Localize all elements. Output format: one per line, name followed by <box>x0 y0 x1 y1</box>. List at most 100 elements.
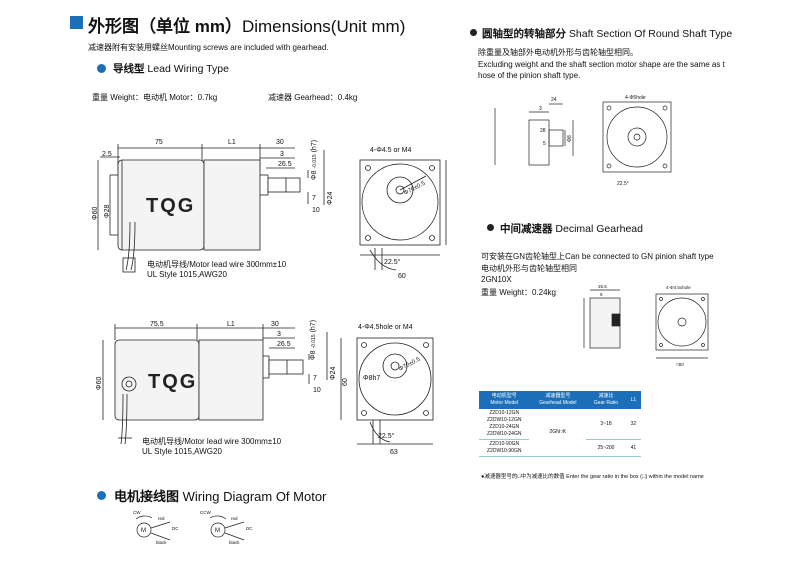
black-label-2: black <box>229 540 240 545</box>
dim2-10: 10 <box>313 387 321 394</box>
shaft-section-marker <box>470 29 477 36</box>
gearhead-weight: 减速器 Gearhead：0.4kg <box>268 93 358 102</box>
ratio-b: 25~200 <box>586 439 626 457</box>
shaft-heading-en: Shaft Section Of Round Shaft Type <box>568 28 733 40</box>
dim2-7: 7 <box>313 375 317 382</box>
dim2-63: 63 <box>390 449 398 456</box>
motor-weight: 重量 Weight：电动机 Motor：0.7kg <box>92 93 218 102</box>
l1-b: 41 <box>625 439 641 457</box>
motor-drawing-2: TQG 75.5 L1 30 3 26.5 7 10 Φ8 -0.015 (h7… <box>96 320 434 456</box>
ul-note-1: UL Style 1015,AWG20 <box>147 270 227 279</box>
decimal-holes: 4-Φ4.5xhole <box>666 285 691 290</box>
lead-wiring-heading-cn: 导线型 <box>113 63 145 75</box>
red-label-2: red <box>231 516 238 521</box>
decimal-heading-cn: 中间减速器 <box>500 223 553 235</box>
shaft-dim-5: 5 <box>543 141 546 147</box>
decimal-heading: 中间减速器 Decimal Gearhead <box>500 221 643 236</box>
col-l1: L1 <box>625 391 641 409</box>
dim2-phi8: Φ8 -0.015 (h7) <box>310 320 317 360</box>
dim-phi60: Φ60 <box>92 207 99 220</box>
decimal-marker <box>487 224 494 231</box>
dim-sq60: 60 <box>398 273 406 280</box>
shaft-dim-28: 28 <box>540 128 546 134</box>
shaft-dim-24: 24 <box>551 97 557 103</box>
shaft-note-en-2: hose of the pinion shaft type. <box>478 71 581 80</box>
ul-note-2: UL Style 1015,AWG20 <box>142 447 222 456</box>
dim-phi8: Φ8 -0.015 (h7) <box>311 140 318 180</box>
dim2-60: 60 <box>342 378 349 386</box>
motor-m-2: M <box>215 528 220 534</box>
pcd-70-2: Φ70±0.5 <box>398 356 422 372</box>
dim2-3: 3 <box>277 331 281 338</box>
shaft-section-heading: 圆轴型的转轴部分 Shaft Section Of Round Shaft Ty… <box>482 26 732 41</box>
lead-wiring-heading-en: Lead Wiring Type <box>147 63 229 75</box>
pcd-70: Φ70±0.5 <box>403 180 427 196</box>
motor-m-1: M <box>141 528 146 534</box>
decimal-heading-en: Decimal Gearhead <box>555 223 643 235</box>
decimal-dim-5: 5 <box>600 292 603 297</box>
dim-30: 30 <box>276 139 284 146</box>
brand-logo-2: TQG <box>148 371 197 393</box>
dim-10: 10 <box>312 207 320 214</box>
gear-table-footnote: ●减速器型号的□中为减速比的数值 Enter the gear ratio in… <box>481 474 704 480</box>
lead-note-1: 电动机导线/Motor lead wire 300mm±10 <box>147 260 287 269</box>
page-title: 外形图（单位 mm）Dimensions(Unit mm) <box>88 12 405 37</box>
shaft-angle: 22.5° <box>617 181 629 187</box>
wiring-marker <box>97 491 106 500</box>
motor-drawing-1: TQG 75 L1 30 2.5 3 26.5 7 10 Φ8 -0.015 (… <box>92 139 447 280</box>
decimal-desc-2: 电动机外形与齿轮轴型相同 <box>481 264 577 273</box>
dim2-l1: L1 <box>227 321 235 328</box>
lead-note-2: 电动机导线/Motor lead wire 300mm±10 <box>142 437 282 446</box>
dc-label-2: DC <box>246 526 253 531</box>
angle-22-5: 22.5° <box>384 258 401 266</box>
dim-2-5: 2.5 <box>102 151 112 158</box>
wiring-diagrams: CW M red DC black CCW M red DC black <box>133 510 253 545</box>
decimal-sq60: □60 <box>676 362 684 367</box>
shaft-note-cn: 除重量及轴部外电动机外形与齿轮轴型相同。 <box>478 48 638 57</box>
holes-note: 4-Φ4.5 or M4 <box>370 147 411 154</box>
decimal-model: 2GN10X <box>481 275 512 284</box>
decimal-dim-25-5: 25.5 <box>598 284 607 289</box>
wiring-heading-cn: 电机接线图 <box>114 489 180 504</box>
dim2-30: 30 <box>271 321 279 328</box>
cw-label: CW <box>133 510 141 515</box>
shaft-heading-cn: 圆轴型的转轴部分 <box>482 28 566 40</box>
dim-26-5: 26.5 <box>278 161 292 168</box>
title-marker <box>70 16 83 29</box>
dim2-phi24: Φ24 <box>330 367 337 380</box>
dim2-75-5: 75.5 <box>150 321 164 328</box>
holes-note-2: 4-Φ4.5hole or M4 <box>358 324 413 331</box>
decimal-drawing: 25.5 5 4-Φ4.5xhole □60 <box>583 284 709 367</box>
gearhead-model-cell: 2GN□K <box>529 409 587 457</box>
ccw-label: CCW <box>200 510 211 515</box>
angle2-22-5: 22.5° <box>378 432 395 440</box>
wiring-heading-en: Wiring Diagram Of Motor <box>182 489 327 504</box>
dc-label-1: DC <box>172 526 179 531</box>
lead-wiring-heading: 导线型 Lead Wiring Type <box>113 61 229 76</box>
l1-a: 32 <box>625 409 641 440</box>
dim2-26-5: 26.5 <box>277 341 291 348</box>
black-label-1: black <box>156 540 167 545</box>
shaft-section-drawing: 24 3 28 5 Φ8 4-Φ5hole 22.5° <box>494 95 672 187</box>
lead-wiring-marker <box>97 64 106 73</box>
ratio-a: 3~18 <box>586 409 626 440</box>
dim-l1: L1 <box>228 139 236 146</box>
screws-note: 减速器附有安装用螺丝Mounting screws are included w… <box>88 43 329 52</box>
red-label-1: red <box>158 516 165 521</box>
wiring-heading: 电机接线图 Wiring Diagram Of Motor <box>114 486 326 505</box>
dim2-phi8h7: Φ8h7 <box>363 375 380 382</box>
dim-7: 7 <box>312 195 316 202</box>
decimal-weight: 重量 Weight：0.24kg <box>481 288 556 297</box>
shaft-dim-3: 3 <box>539 106 542 112</box>
dim-3: 3 <box>280 151 284 158</box>
decimal-desc-1: 可安装在GN齿轮轴型上Can be connected to GN pinion… <box>481 252 714 261</box>
